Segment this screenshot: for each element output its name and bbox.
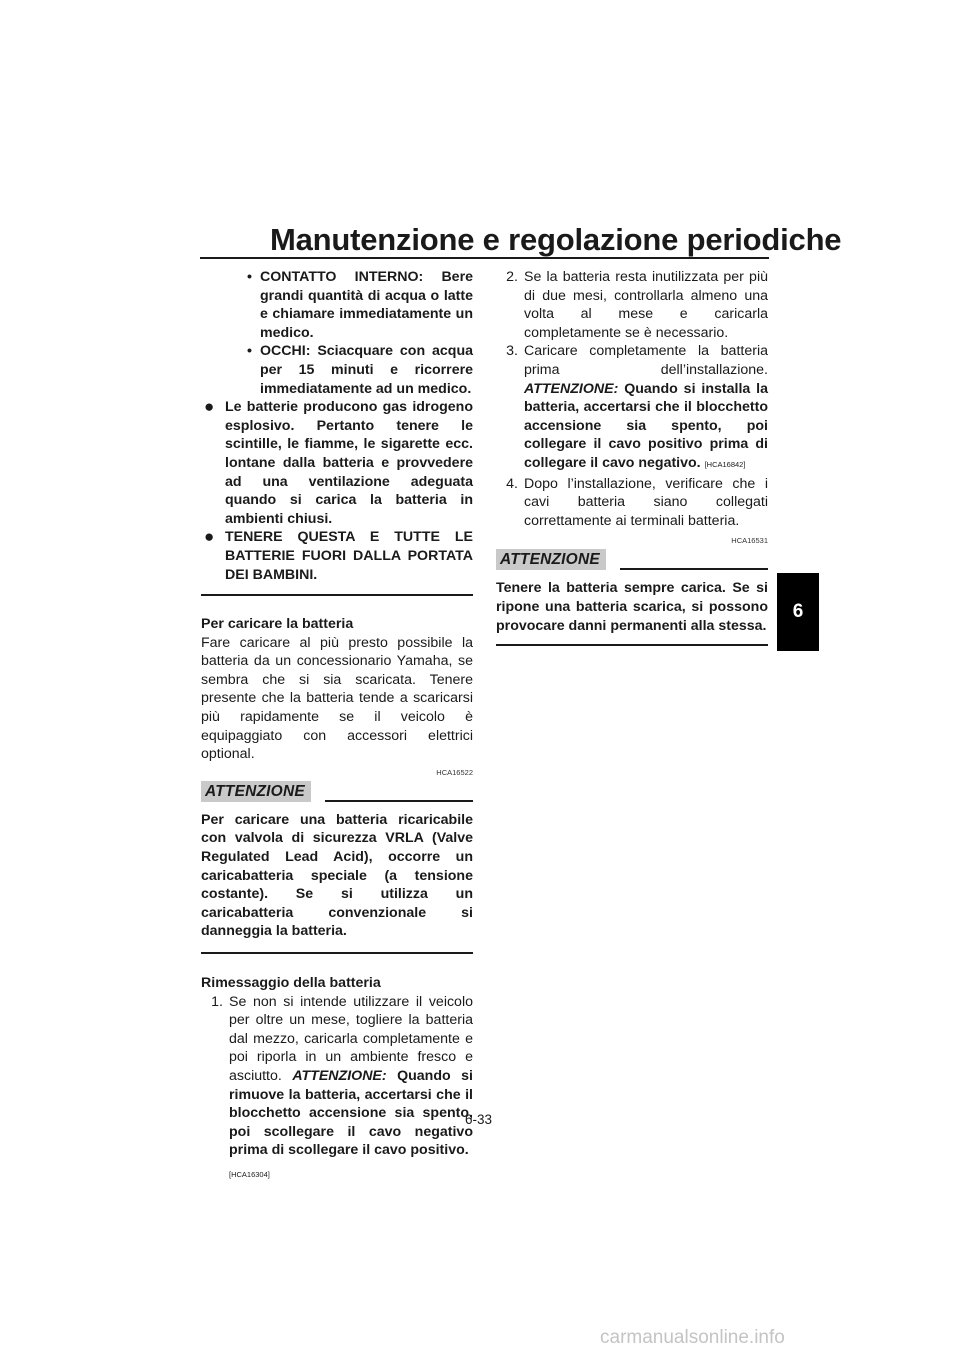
sub-bullet: • OCCHI: Sciacquare con acqua per 15 min… bbox=[247, 343, 473, 397]
reference-code: HCA16522 bbox=[436, 767, 473, 777]
numbered-step: 1. Se non si intende utilizzare il veico… bbox=[201, 993, 473, 1185]
warning-bullet: ● Le batterie producono gas idrogeno esp… bbox=[201, 398, 473, 528]
page-number: 6-33 bbox=[465, 1112, 493, 1127]
notice-rule bbox=[619, 568, 768, 571]
notice-text: Tenere la batteria sempre carica. Se si … bbox=[496, 580, 768, 634]
watermark: carmanualsonline.info bbox=[600, 1327, 785, 1348]
notice-end-rule bbox=[496, 644, 768, 647]
numbered-step: 3. Caricare completamente la batteria pr… bbox=[506, 343, 768, 471]
notice-label: ATTENZIONE bbox=[201, 780, 311, 802]
sub-bullet: • CONTATTO INTERNO: Bere grandi quantità… bbox=[247, 269, 473, 341]
page-title: Manutenzione e regolazione periodiche bbox=[270, 222, 842, 257]
reference-code: HCA16531 bbox=[731, 536, 768, 546]
numbered-step: 2. Se la batteria resta inutilizzata per… bbox=[506, 269, 768, 341]
filled-circle-icon: ● bbox=[204, 397, 215, 417]
section-heading: Per caricare la batteria bbox=[201, 616, 354, 633]
bullet-dot-icon: • bbox=[247, 269, 252, 285]
body-paragraph: Fare caricare al più presto possibile la… bbox=[201, 634, 473, 763]
numbered-step: 4. Dopo l’installazione, verificare che … bbox=[506, 475, 768, 529]
notice-rule bbox=[324, 799, 473, 802]
reference-code: [HCA16304] bbox=[229, 1169, 270, 1179]
section-heading: Rimessaggio della batteria bbox=[201, 975, 381, 991]
bullet-dot-icon: • bbox=[247, 343, 252, 360]
notice-header: ATTENZIONE bbox=[496, 546, 768, 571]
reference-code: [HCA16842] bbox=[704, 459, 746, 469]
left-column: • CONTATTO INTERNO: Bere grandi quantità… bbox=[201, 268, 473, 1185]
notice-header: ATTENZIONE bbox=[201, 778, 473, 802]
title-rule bbox=[200, 257, 769, 259]
notice-label: ATTENZIONE bbox=[496, 549, 606, 571]
right-column: 2. Se la batteria resta inutilizzata per… bbox=[496, 268, 768, 647]
warning-bullet: ● TENERE QUESTA E TUTTE LE BATTERIE FUOR… bbox=[201, 528, 473, 584]
chapter-tab: 6 bbox=[777, 573, 819, 651]
warning-end-rule bbox=[201, 594, 473, 597]
notice-end-rule bbox=[201, 952, 473, 954]
notice-text: Per caricare una batteria ricaricabile c… bbox=[201, 811, 473, 940]
filled-circle-icon: ● bbox=[204, 527, 215, 547]
